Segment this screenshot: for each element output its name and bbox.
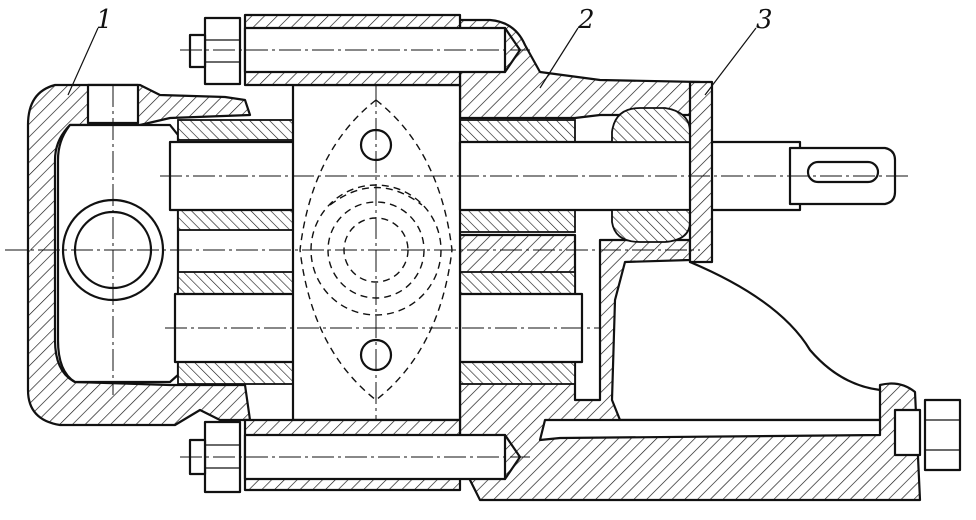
flange-outline-dashed (299, 99, 453, 401)
gear-band-5 (459, 119, 576, 143)
leader-1 (67, 27, 99, 96)
top-bolt-end (188, 33, 207, 69)
gear-band-1 (177, 119, 294, 141)
gear-band-4 (177, 361, 294, 385)
bracket-rib-curve (688, 260, 882, 392)
gear-band-8 (459, 361, 576, 385)
housing-upper-wall (458, 18, 702, 120)
seal-cover-plate (688, 80, 714, 264)
seal-lower (611, 209, 691, 243)
gear-band-3 (177, 271, 294, 295)
callout-1: 1 (96, 5, 113, 35)
seal-upper (611, 107, 691, 143)
bracket-cavity (538, 418, 882, 442)
top-bolt (188, 13, 522, 87)
leader-2 (539, 27, 579, 89)
gear-band-7 (459, 271, 576, 295)
shaft-keyway (806, 160, 880, 184)
cover-inner-cavity (56, 123, 180, 384)
foot-bolt (893, 398, 962, 472)
gear-band-2 (177, 209, 294, 231)
callout-2: 2 (577, 5, 595, 35)
gear-band-6 (459, 209, 576, 233)
foot-bolt-shank (893, 408, 922, 457)
center-lines (5, 49, 910, 458)
top-nut (203, 16, 242, 86)
foot-nut (923, 398, 962, 472)
leader-3 (704, 27, 757, 96)
callout-3: 3 (756, 5, 773, 35)
leader-lines (67, 27, 757, 96)
seal-assembly (611, 80, 714, 264)
